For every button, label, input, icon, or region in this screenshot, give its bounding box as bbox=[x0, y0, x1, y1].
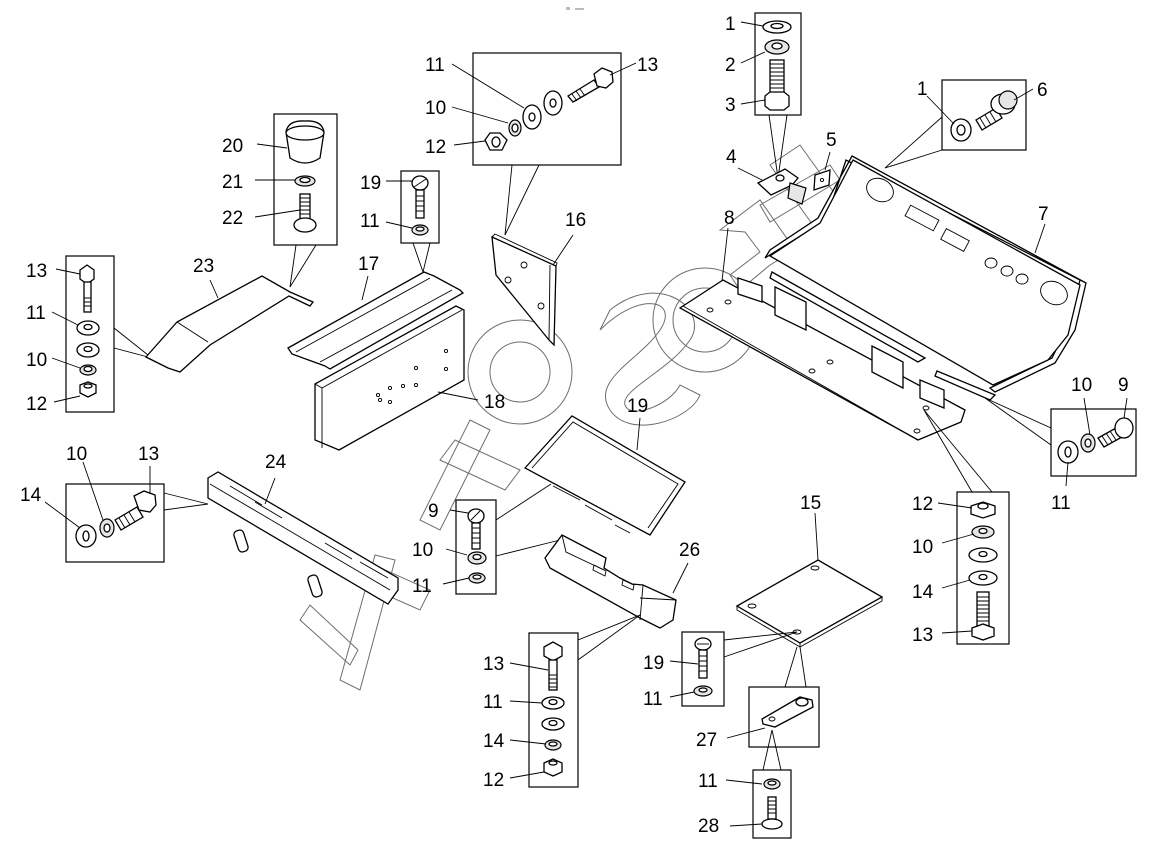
callout-group-12-10-14-13-right: 12 10 14 13 bbox=[912, 409, 1010, 646]
label-11: 11 bbox=[412, 576, 432, 597]
label-11: 11 bbox=[483, 692, 503, 713]
part-17-rail: 17 bbox=[287, 254, 465, 370]
label-28: 28 bbox=[698, 816, 719, 837]
label-12: 12 bbox=[912, 494, 933, 515]
label-11: 11 bbox=[643, 689, 663, 710]
part-24-channel: 24 bbox=[207, 452, 399, 605]
label-23: 23 bbox=[193, 256, 214, 277]
callout-group-13-11-10-12-left: 13 11 10 12 bbox=[26, 255, 149, 415]
label-13: 13 bbox=[26, 261, 47, 282]
part-18-box: 18 bbox=[314, 305, 505, 451]
label-9: 9 bbox=[1118, 375, 1129, 396]
label-11: 11 bbox=[698, 771, 718, 792]
label-26: 26 bbox=[679, 540, 700, 561]
callout-group-20-21-22: 20 21 22 bbox=[222, 113, 338, 288]
label-9: 9 bbox=[428, 501, 439, 522]
label-3: 3 bbox=[725, 95, 736, 116]
callout-group-1-6: 1 6 bbox=[884, 79, 1048, 169]
label-6: 6 bbox=[1037, 80, 1048, 101]
label-7: 7 bbox=[1038, 204, 1049, 225]
label-18: 18 bbox=[484, 392, 505, 413]
label-13: 13 bbox=[138, 444, 159, 465]
part-19-tray: 19 bbox=[523, 396, 686, 536]
callout-group-27: 27 bbox=[696, 646, 820, 751]
label-5: 5 bbox=[826, 130, 837, 151]
label-24: 24 bbox=[265, 452, 287, 473]
callout-group-19-11-bottom: 19 11 bbox=[643, 631, 798, 710]
part-7-panel: 7 bbox=[764, 155, 1087, 393]
label-10: 10 bbox=[1071, 375, 1092, 396]
callout-group-9-10-11: 10 9 11 bbox=[984, 375, 1137, 514]
label-13: 13 bbox=[912, 625, 933, 646]
label-12: 12 bbox=[26, 394, 47, 415]
label-19: 19 bbox=[360, 173, 381, 194]
part-16-bracket: 16 bbox=[491, 210, 586, 347]
label-8: 8 bbox=[724, 208, 735, 229]
callout-group-11-10-12-13-top: 11 10 12 13 bbox=[425, 52, 658, 236]
label-15: 15 bbox=[800, 493, 821, 514]
label-10: 10 bbox=[412, 540, 433, 561]
callout-group-14-10-13: 14 10 13 bbox=[20, 444, 209, 563]
label-10: 10 bbox=[425, 98, 446, 119]
label-12: 12 bbox=[483, 770, 504, 791]
top-mark bbox=[566, 7, 584, 10]
label-11: 11 bbox=[360, 211, 380, 232]
label-11: 11 bbox=[425, 55, 445, 76]
part-8-base: 8 bbox=[678, 208, 997, 441]
callout-group-1-2-3: 1 2 3 bbox=[725, 12, 802, 179]
label-10: 10 bbox=[912, 537, 933, 558]
label-22: 22 bbox=[222, 208, 243, 229]
label-1: 1 bbox=[917, 79, 928, 100]
label-11: 11 bbox=[1051, 493, 1071, 514]
label-21: 21 bbox=[222, 172, 243, 193]
label-4: 4 bbox=[726, 147, 737, 168]
label-27: 27 bbox=[696, 730, 717, 751]
label-14: 14 bbox=[483, 731, 505, 752]
part-4-clip: 4 bbox=[726, 147, 807, 205]
label-19: 19 bbox=[643, 653, 664, 674]
label-14: 14 bbox=[912, 582, 934, 603]
callout-group-13-11-14-12-bottom: 13 11 14 12 bbox=[483, 614, 641, 791]
label-16: 16 bbox=[565, 210, 586, 231]
label-2: 2 bbox=[725, 55, 736, 76]
part-15-plate: 15 bbox=[735, 493, 884, 648]
label-13: 13 bbox=[637, 55, 658, 76]
part-5-square-nut: 5 bbox=[813, 130, 837, 191]
part-23-plate: 23 bbox=[144, 256, 315, 373]
callout-group-11-28: 11 28 bbox=[698, 729, 792, 839]
label-20: 20 bbox=[222, 136, 243, 157]
label-13: 13 bbox=[483, 654, 504, 675]
label-1: 1 bbox=[725, 14, 736, 35]
label-19: 19 bbox=[627, 396, 648, 417]
part-26-bracket: 26 bbox=[544, 534, 700, 629]
label-14: 14 bbox=[20, 485, 42, 506]
label-12: 12 bbox=[425, 137, 446, 158]
callout-group-19-11: 19 11 bbox=[360, 170, 440, 273]
label-17: 17 bbox=[358, 254, 379, 275]
label-11: 11 bbox=[26, 303, 46, 324]
callout-group-9-10-11-small: 9 10 11 bbox=[412, 483, 561, 597]
label-10: 10 bbox=[66, 444, 87, 465]
label-10: 10 bbox=[26, 350, 47, 371]
